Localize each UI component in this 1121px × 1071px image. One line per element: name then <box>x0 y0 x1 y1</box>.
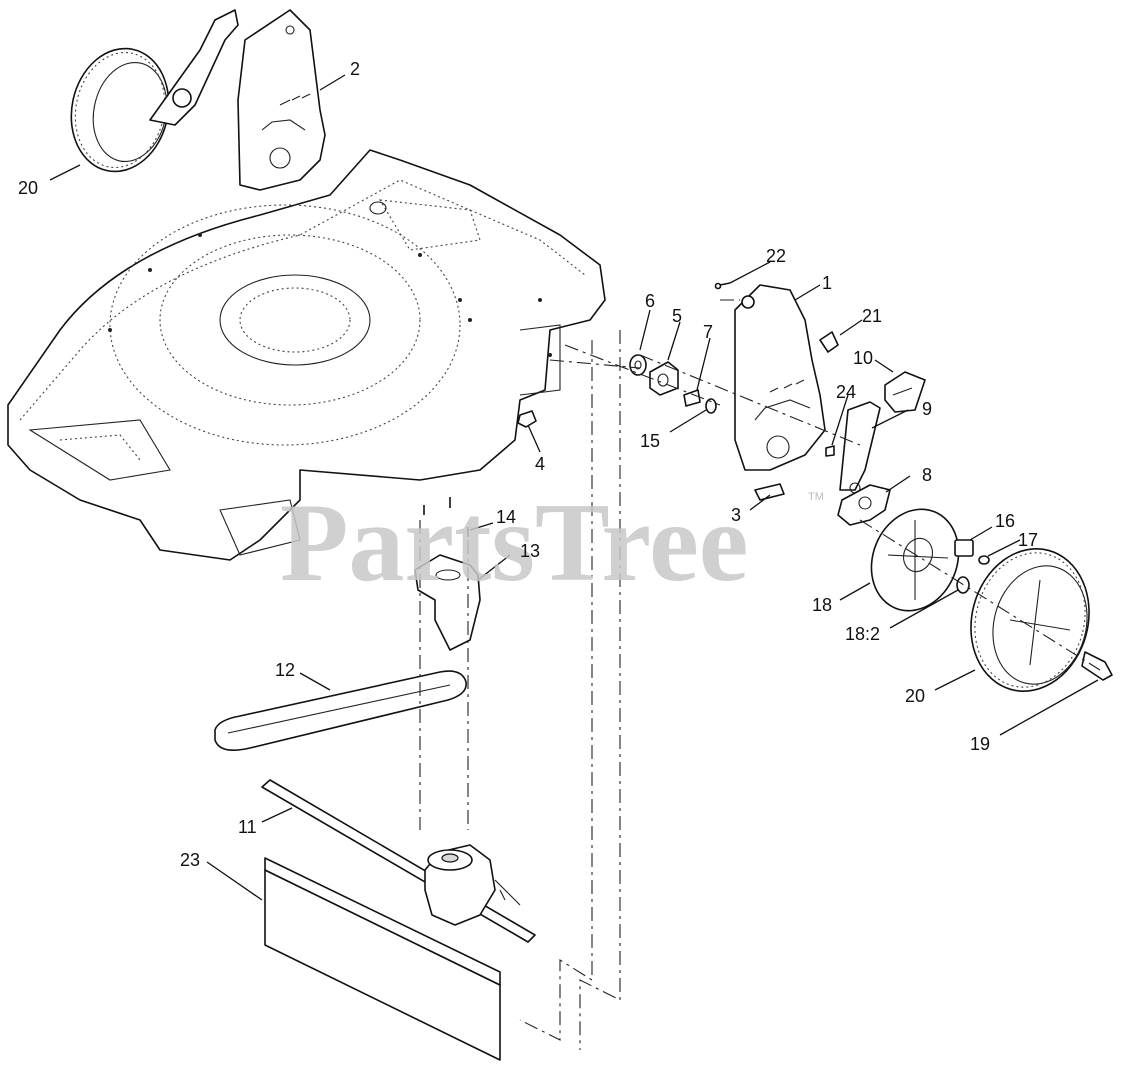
nut-part-4 <box>517 410 537 428</box>
partstree-watermark: PartsTree <box>280 481 749 605</box>
pivot-bushing-part-5 <box>649 361 679 396</box>
callout-9: 9 <box>922 399 932 419</box>
callout-21: 21 <box>862 306 882 326</box>
callout-18-2: 18:2 <box>845 624 880 644</box>
bracket-part-8 <box>837 484 891 526</box>
knob-part-10 <box>884 371 926 413</box>
drive-belt-part-12 <box>214 670 467 751</box>
clip-part-17 <box>978 555 990 565</box>
callout-20-top: 20 <box>18 178 38 198</box>
callout-12: 12 <box>275 660 295 680</box>
pinion-gear-part-16 <box>954 539 974 557</box>
callout-24: 24 <box>836 382 856 402</box>
callout-8: 8 <box>922 465 932 485</box>
clip-part-21 <box>819 331 839 353</box>
callout-1: 1 <box>822 273 832 293</box>
assembly-guide-lines <box>419 299 1101 1050</box>
callout-14: 14 <box>496 507 516 527</box>
callout-23: 23 <box>180 850 200 870</box>
callout-18: 18 <box>812 595 832 615</box>
screw-part-22 <box>714 282 731 290</box>
callout-6: 6 <box>645 291 655 311</box>
callout-19: 19 <box>970 734 990 754</box>
callout-22: 22 <box>766 246 786 266</box>
baffle-plate-part-23 <box>264 857 501 1061</box>
watermark-trademark: TM <box>808 491 824 503</box>
callout-16: 16 <box>995 511 1015 531</box>
screw-part-24 <box>825 445 835 457</box>
screws-part-14 <box>423 497 469 537</box>
wheel-bolt-part-19 <box>1081 651 1113 681</box>
callout-11: 11 <box>238 817 257 837</box>
front-wheel-part-20 <box>970 548 1090 692</box>
callout-13: 13 <box>520 541 540 561</box>
bolt-part-3 <box>754 483 785 501</box>
rear-wheel-part-20 <box>70 9 239 173</box>
transmission-bracket-part-13 <box>414 554 481 651</box>
callout-7: 7 <box>703 322 713 342</box>
gear-cover-part-18 <box>870 508 960 612</box>
callout-2: 2 <box>350 59 360 79</box>
callout-5: 5 <box>672 306 682 326</box>
height-adjust-plate-part-1 <box>734 284 826 471</box>
callout-3: 3 <box>731 505 741 525</box>
washer-part-15 <box>705 398 717 414</box>
callout-17: 17 <box>1018 530 1038 550</box>
callout-10: 10 <box>853 348 873 368</box>
callout-labels: 20 2 22 1 21 10 6 5 7 24 9 15 4 8 3 14 1… <box>18 59 1038 870</box>
height-adjust-plate-part-2 <box>237 9 326 191</box>
callout-20-right: 20 <box>905 686 925 706</box>
leader-lines <box>49 74 1099 901</box>
callout-4: 4 <box>535 454 545 474</box>
transmission <box>424 844 521 926</box>
bushing-part-6 <box>629 354 647 376</box>
mower-deck <box>7 149 606 561</box>
lever-part-9 <box>839 401 881 494</box>
callout-15: 15 <box>640 431 660 451</box>
spacer-part-7 <box>683 389 701 407</box>
